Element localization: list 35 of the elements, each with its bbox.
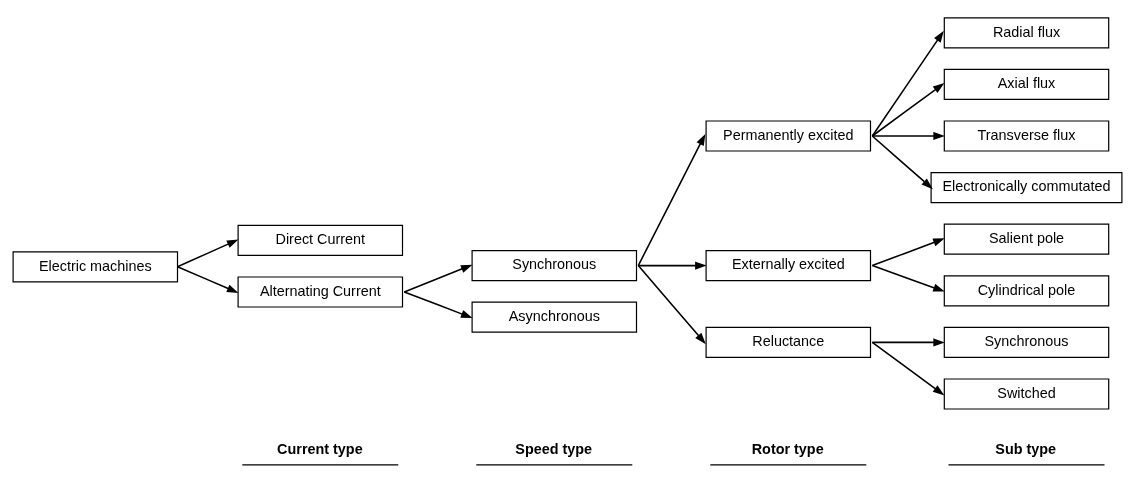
arrow [637,261,707,270]
arrow [871,83,945,137]
node-box: Permanently excited [705,120,872,152]
node-box: Axial flux [943,68,1110,100]
arrow [176,239,239,268]
label: Sub type [995,440,1057,457]
node-box: Radial flux [943,17,1110,49]
node-box: Transverse flux [943,120,1110,152]
label: Current type [277,440,363,457]
node-box: Salient pole [943,223,1110,255]
arrow [871,135,933,190]
label: Speed type [515,440,593,457]
arrow [176,266,239,293]
label: Rotor type [751,440,824,457]
node-box: Cylindrical pole [943,275,1110,307]
node-box: Asynchronous [471,301,638,333]
arrow [871,341,945,396]
node-box: Electronically commutated [930,172,1123,204]
node-box: Reluctance [705,326,872,358]
node-box: Direct Current [237,224,404,256]
node-box: Synchronous [943,326,1110,358]
node-box: Switched [943,378,1110,410]
arrow [403,291,473,319]
arrow [871,338,945,347]
arrow [403,264,473,293]
arrow [637,264,706,345]
node-box: Synchronous [471,250,638,282]
arrow [871,30,944,137]
node-box: Electric machines [12,251,179,283]
node-box: Alternating Current [237,276,404,308]
arrow [871,131,945,141]
arrow [871,264,945,292]
node-box: Externally excited [705,250,872,282]
arrow [637,133,706,267]
arrow [871,238,945,267]
